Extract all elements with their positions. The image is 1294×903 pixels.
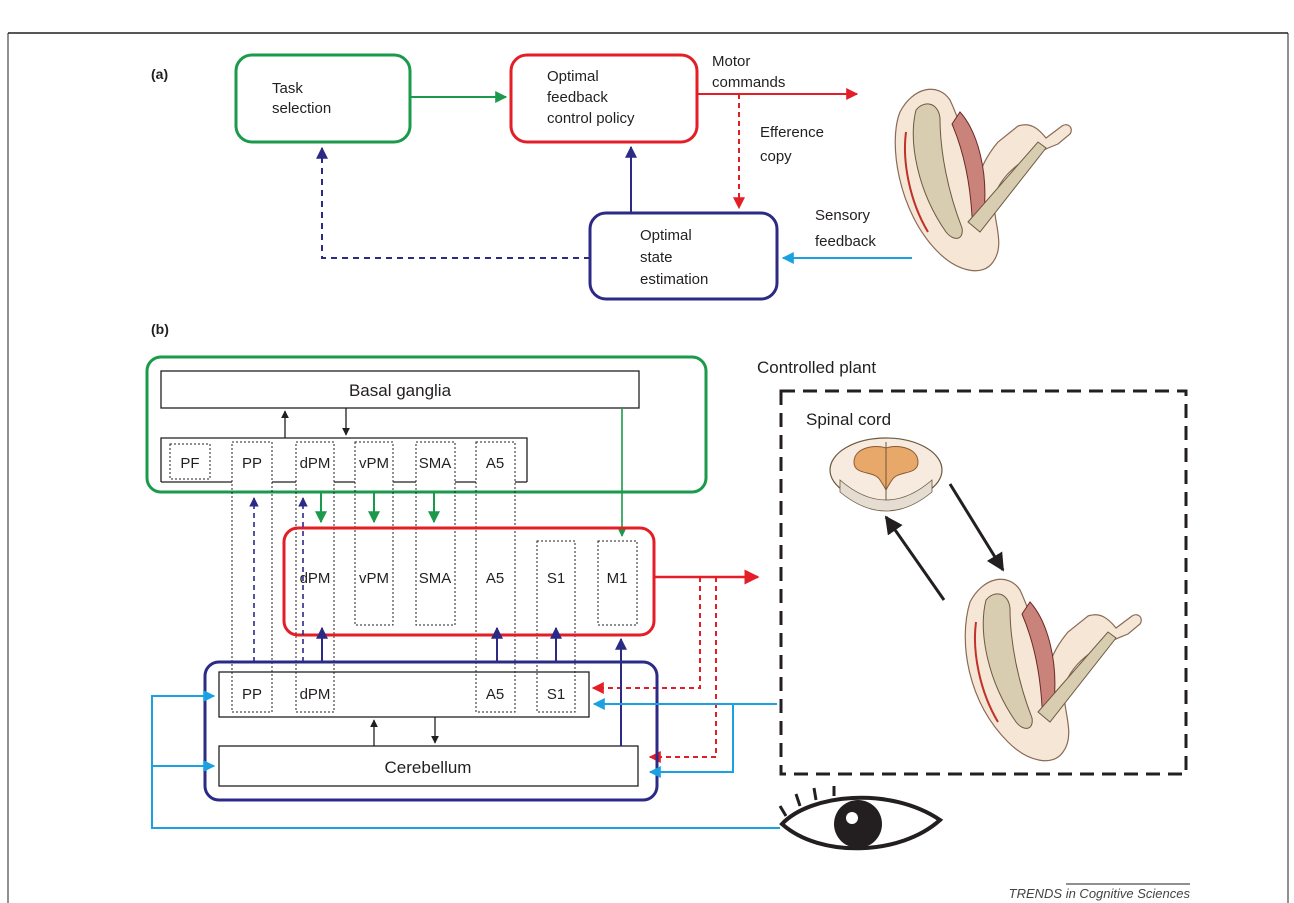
cerebellum-box <box>218 745 639 787</box>
state-estimation-line-2: state <box>640 249 673 266</box>
area-pp-green-label: PP <box>242 455 262 472</box>
estimation-to-task-arrow <box>316 146 590 259</box>
area-vpm-green-label: vPM <box>359 455 389 472</box>
area-sma-red-label: SMA <box>419 570 452 587</box>
efference-copy-line-2: copy <box>760 148 792 165</box>
green-cortex-strip <box>160 437 528 482</box>
task-selection-box: Task selection <box>234 53 412 144</box>
state-estimation-line-1: Optimal <box>640 227 692 244</box>
area-dpm-red-label: dPM <box>300 570 331 587</box>
task-selection-line-1: Task <box>272 80 303 97</box>
motor-commands-line-2: commands <box>712 74 785 91</box>
arm-illustration-b <box>964 578 1142 762</box>
policy-line-2: feedback <box>547 89 608 106</box>
efference-to-cortex-arrow <box>591 577 701 694</box>
policy-line-1: Optimal <box>547 68 599 85</box>
cerebellum-loop-box <box>203 660 659 802</box>
policy-box: Optimal feedback control policy <box>509 53 699 144</box>
basal-ganglia-loop-box <box>145 355 708 494</box>
area-pf-green <box>169 443 211 480</box>
panel-a-label: (a) <box>151 66 168 82</box>
area-pp-blue-label: PP <box>242 686 262 703</box>
controlled-plant-box <box>779 389 1188 776</box>
arm-illustration-a <box>894 88 1072 272</box>
controlled-plant-label: Controlled plant <box>757 358 876 377</box>
area-s1-red-label: S1 <box>547 570 565 587</box>
blue-cortex-strip <box>218 671 590 718</box>
cortical-columns <box>231 441 638 713</box>
credit-text: TRENDS in Cognitive Sciences <box>1009 886 1191 901</box>
basal-ganglia-label: Basal ganglia <box>349 381 452 400</box>
area-pf-green-label: PF <box>180 455 199 472</box>
state-estimation-line-3: estimation <box>640 271 708 288</box>
task-selection-line-2: selection <box>272 100 331 117</box>
area-a5-red-label: A5 <box>486 570 504 587</box>
spinal-cord-illustration <box>829 437 943 512</box>
area-dpm-green-label: dPM <box>300 455 331 472</box>
area-a5-green-label: A5 <box>486 455 504 472</box>
area-a5-blue-label: A5 <box>486 686 504 703</box>
basal-ganglia-box <box>160 370 640 409</box>
area-vpm-red-label: vPM <box>359 570 389 587</box>
state-estimation-box: Optimal state estimation <box>588 211 779 301</box>
policy-line-3: control policy <box>547 110 635 127</box>
area-sma-green-label: SMA <box>419 455 452 472</box>
spinal-cord-label: Spinal cord <box>806 410 891 429</box>
area-dpm-blue-label: dPM <box>300 686 331 703</box>
vision-to-cortex-arrow <box>151 690 780 829</box>
afferent-arrow <box>884 515 946 601</box>
efferent-arrow <box>948 483 1005 572</box>
motor-commands-line-1: Motor <box>712 53 750 70</box>
area-m1-red-label: M1 <box>607 570 628 587</box>
proprioception-to-cerebellum-arrow <box>648 703 777 778</box>
efference-to-cerebellum-arrow <box>648 577 717 763</box>
sensory-feedback-line-1: Sensory <box>815 207 871 224</box>
panel-b-label: (b) <box>151 321 169 337</box>
motor-cortex-box <box>282 526 656 637</box>
sensory-feedback-line-2: feedback <box>815 233 876 250</box>
area-s1-blue-label: S1 <box>547 686 565 703</box>
efference-copy-line-1: Efference <box>760 124 824 141</box>
eye-illustration <box>778 786 944 851</box>
cerebellum-label: Cerebellum <box>385 758 472 777</box>
